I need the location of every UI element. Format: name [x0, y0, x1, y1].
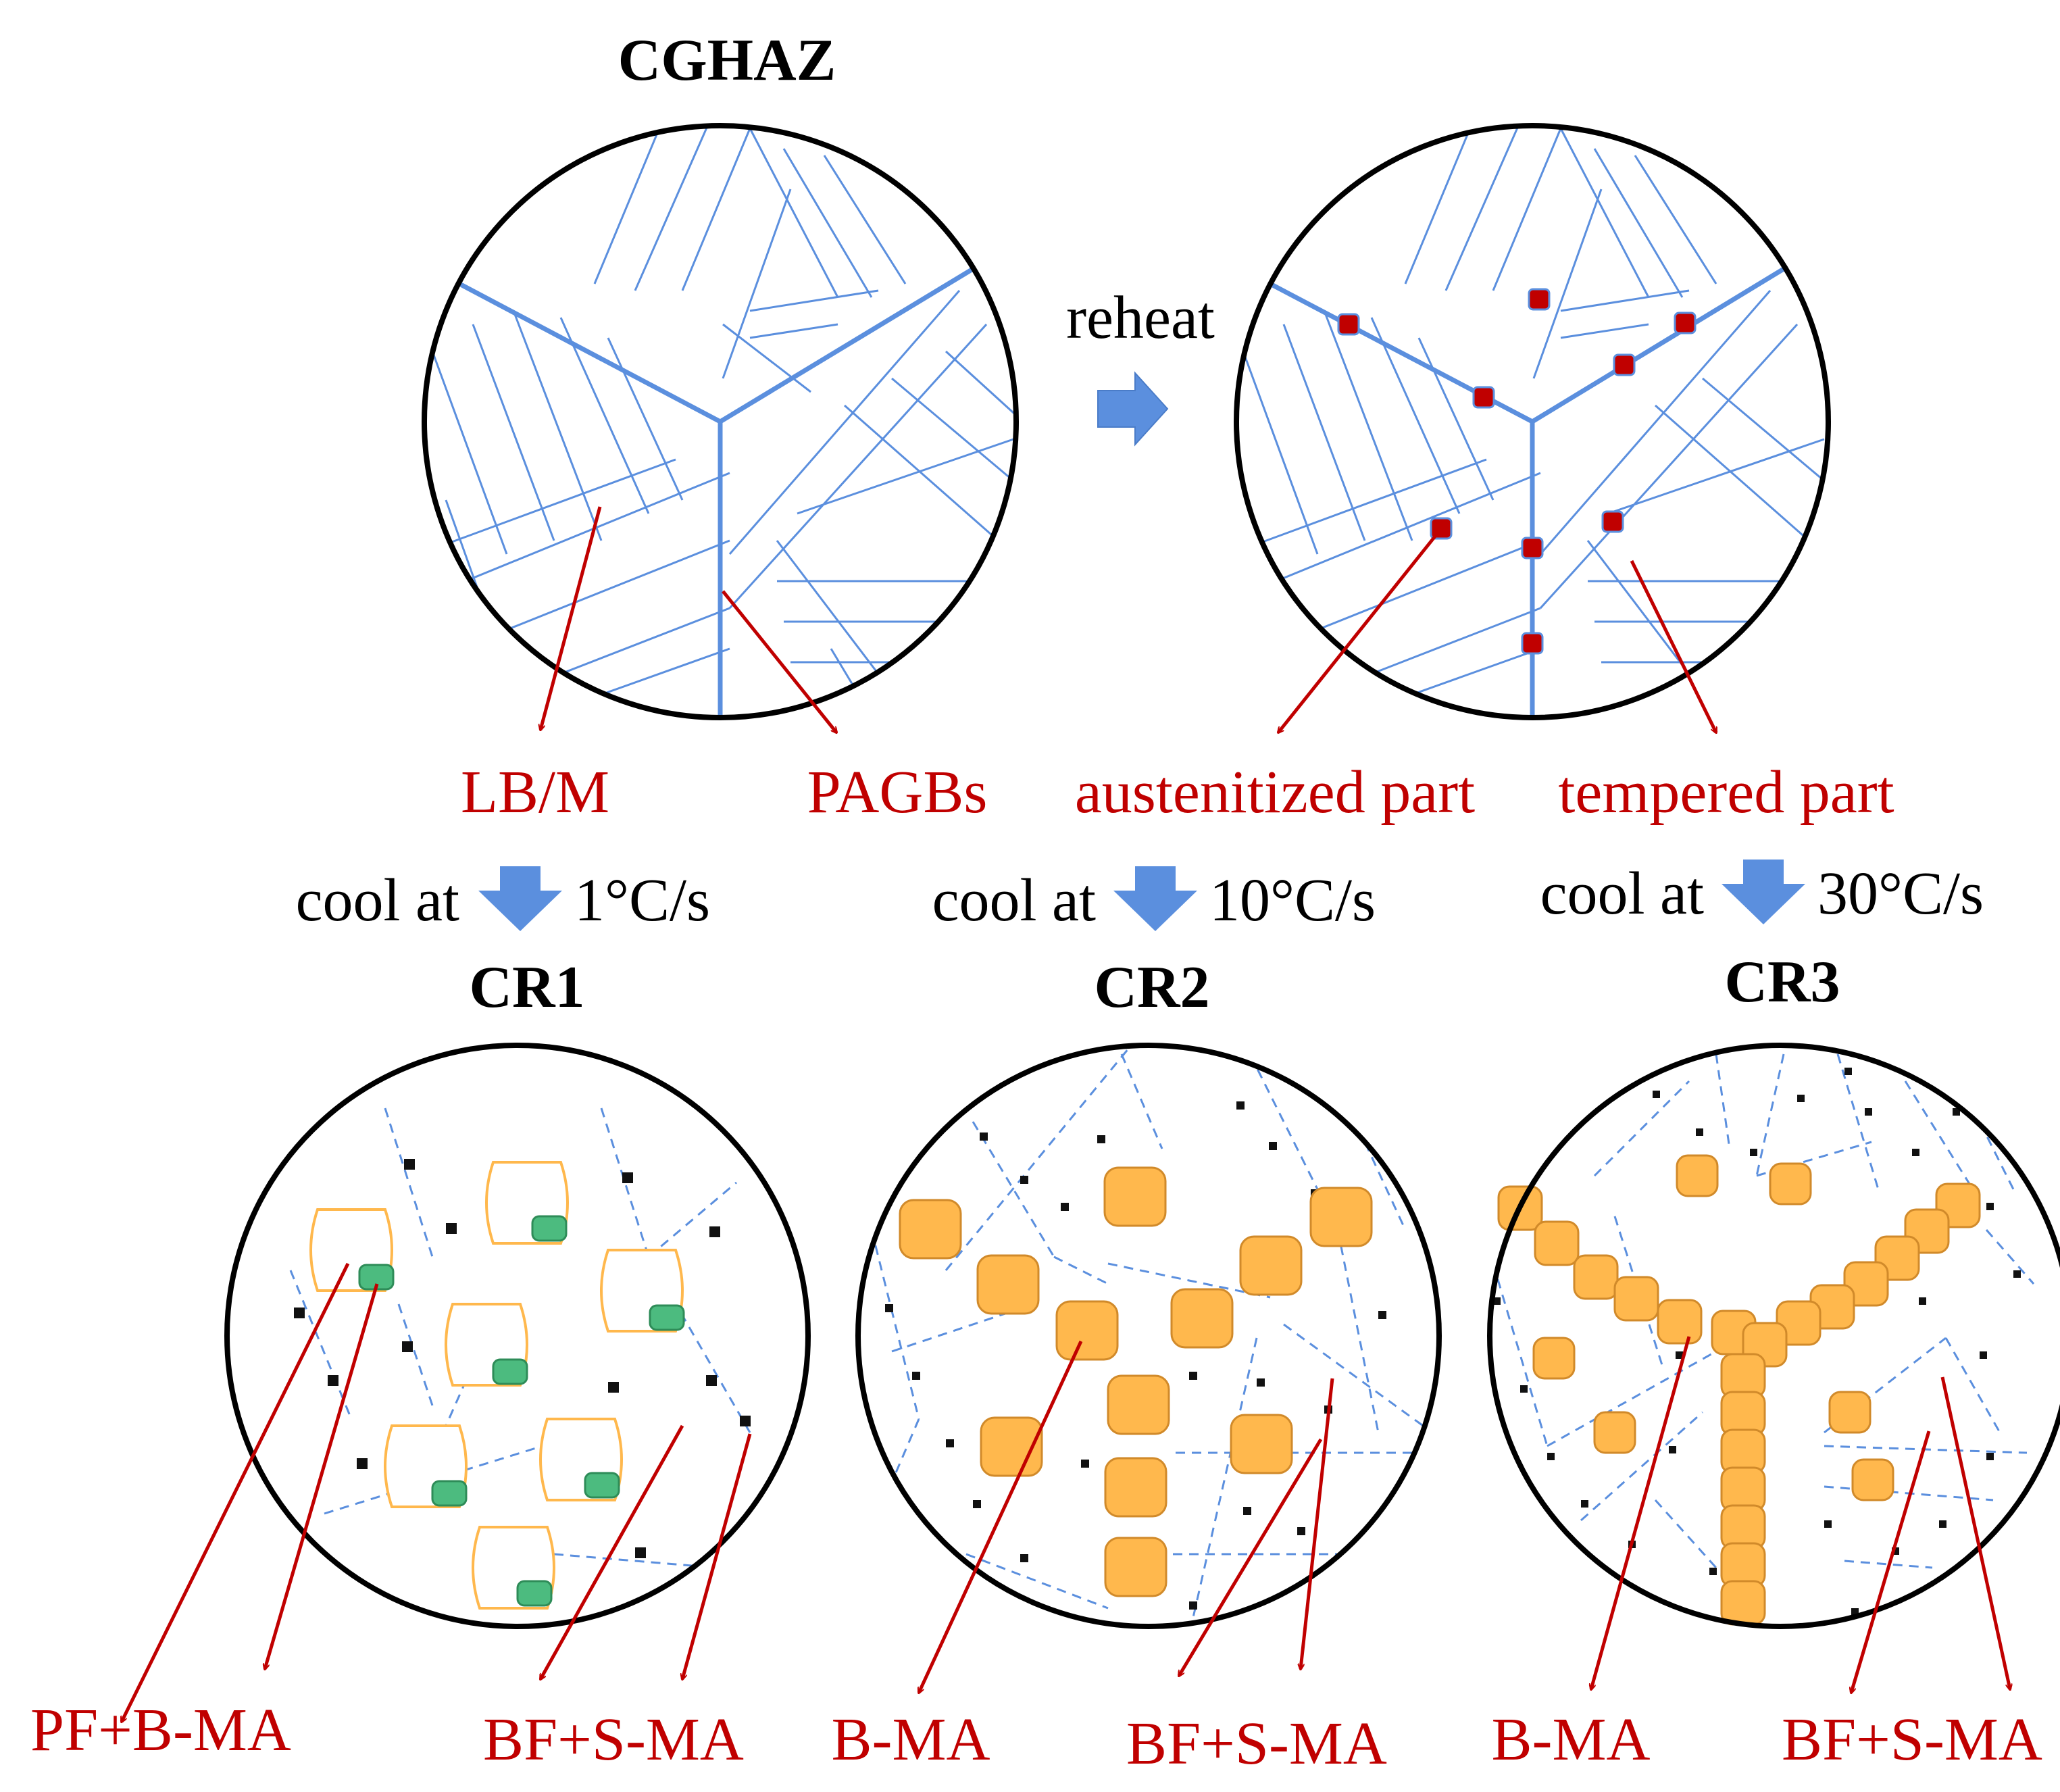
label-cr2-b-ma: B-MA — [831, 1706, 990, 1773]
cghaz-title: CGHAZ — [618, 28, 836, 93]
cr2-microstructure — [855, 1043, 1442, 1629]
label-cr2-bf-s-ma: BF+S-MA — [1126, 1710, 1387, 1777]
cr1-circle — [224, 1043, 811, 1629]
reheated-microstructure — [1234, 123, 1831, 720]
bottom-pointer-arrows — [120, 1262, 2010, 1722]
cr3-title: CR3 — [1724, 949, 1840, 1015]
cool-rate-label: 1°C/s — [574, 867, 710, 934]
label-pf-b-ma: PF+B-MA — [30, 1697, 291, 1764]
cr2-title: CR2 — [1094, 955, 1209, 1020]
cool-rate-label: 30°C/s — [1817, 860, 1984, 927]
cool-at-label: cool at — [932, 867, 1096, 934]
top-pointer-arrows — [541, 506, 1718, 732]
label-cr3-b-ma: B-MA — [1491, 1706, 1650, 1773]
cr1-title: CR1 — [469, 955, 584, 1020]
label-tempered-part: tempered part — [1558, 759, 1894, 826]
cool-at-label: cool at — [1540, 860, 1704, 927]
cr2-circle — [855, 1043, 1442, 1629]
cr3-microstructure — [1487, 1043, 2060, 1629]
label-cr3-bf-s-ma: BF+S-MA — [1782, 1706, 2042, 1773]
cool-arrow-icon — [1113, 866, 1197, 931]
austenite-nuclei — [1337, 288, 1697, 655]
label-cr1-bf-s-ma: BF+S-MA — [483, 1706, 744, 1773]
cool-arrow-icon — [478, 866, 562, 931]
label-lbm: LB/M — [461, 759, 609, 826]
cooling-cr1: cool at 1°C/s CR1 — [296, 866, 710, 1020]
cool-at-label: cool at — [296, 867, 459, 934]
cool-arrow-icon — [1722, 860, 1805, 924]
reheated-circle — [1234, 123, 1831, 720]
cooling-cr2: cool at 10°C/s CR2 — [932, 866, 1376, 1020]
cr3-circle — [1487, 1043, 2060, 1629]
reheat-arrow-icon — [1097, 371, 1169, 447]
cooling-cr3: cool at 30°C/s CR3 — [1540, 860, 1984, 1015]
reheat-label: reheat — [1066, 284, 1215, 351]
label-pagbs: PAGBs — [807, 759, 988, 826]
cghaz-microstructure — [422, 123, 1019, 720]
label-austenitized-part: austenitized part — [1075, 759, 1475, 826]
cr1-microstructure — [224, 1043, 811, 1629]
cghaz-circle — [422, 123, 1019, 720]
cool-rate-label: 10°C/s — [1209, 867, 1376, 934]
